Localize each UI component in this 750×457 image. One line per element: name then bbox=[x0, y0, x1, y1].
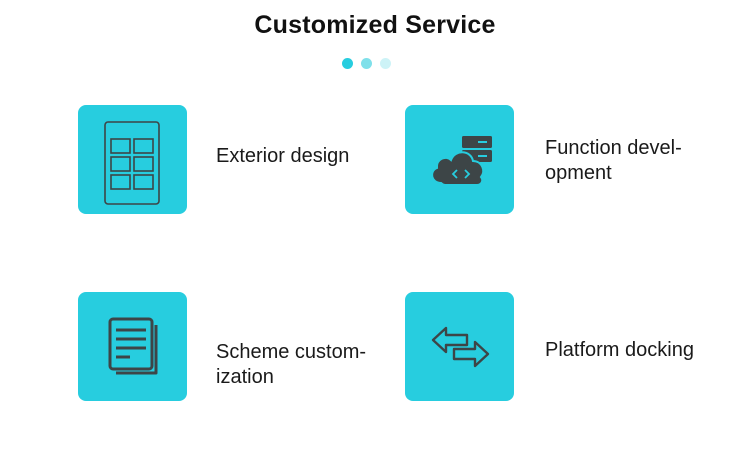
section-title: Customized Service bbox=[254, 11, 496, 39]
service-tile-exterior-design bbox=[78, 105, 187, 214]
service-label-scheme-customization: Scheme custom- ization bbox=[216, 341, 367, 388]
pagination-dot-1[interactable] bbox=[342, 58, 353, 69]
pagination-dot-3[interactable] bbox=[380, 58, 391, 69]
service-tile-scheme-customization bbox=[78, 292, 187, 401]
service-tile-platform-docking bbox=[405, 292, 514, 401]
service-label-exterior-design: Exterior design bbox=[216, 145, 350, 167]
exchange-arrows-icon bbox=[431, 326, 490, 368]
cloud-server-code-icon bbox=[431, 136, 492, 186]
service-label-function-development: Function devel- opment bbox=[545, 137, 682, 184]
keypad-panel-icon bbox=[104, 121, 160, 205]
service-label-platform-docking: Platform docking bbox=[545, 339, 694, 361]
carousel-pagination bbox=[342, 58, 391, 69]
document-stack-icon bbox=[108, 317, 158, 375]
service-tile-function-development bbox=[405, 105, 514, 214]
pagination-dot-2[interactable] bbox=[361, 58, 372, 69]
